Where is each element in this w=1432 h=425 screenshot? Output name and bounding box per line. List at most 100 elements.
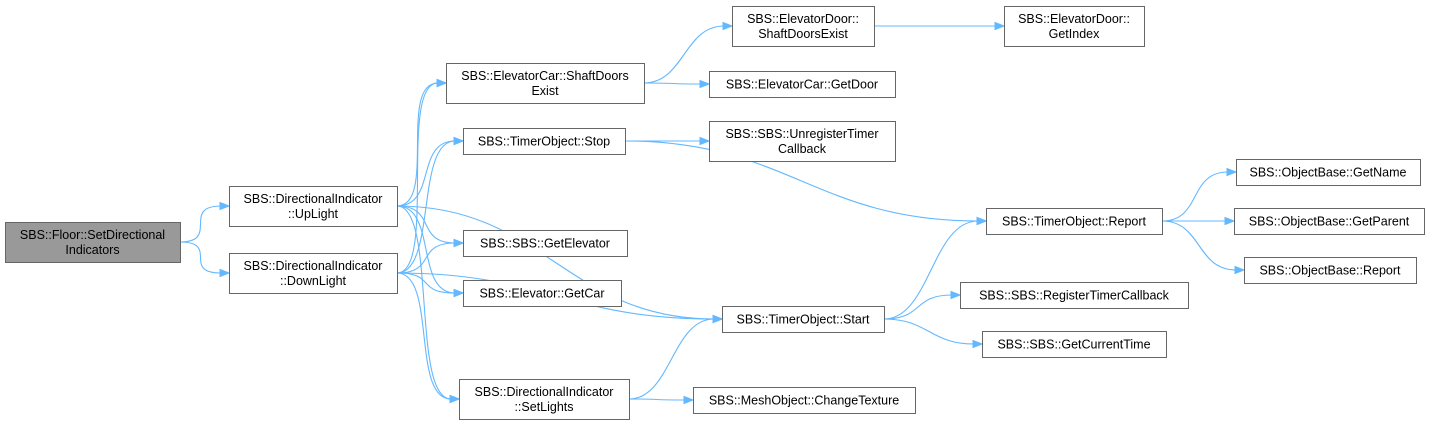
node-box: [5, 222, 181, 263]
node-label: SBS::SBS::UnregisterTimer: [725, 127, 878, 141]
edge-line: [883, 294, 953, 320]
node-label: SBS::DirectionalIndicator: [475, 385, 614, 399]
edge-downlight-to-stop: [396, 136, 465, 274]
arrowhead-icon: [712, 314, 724, 324]
edge-line: [396, 242, 456, 274]
node-box: [722, 306, 885, 333]
node-label: SBS::ElevatorDoor::: [1018, 12, 1130, 26]
edge-line: [643, 82, 702, 85]
edge-downlight-to-shaftdoorsexist: [396, 78, 448, 274]
arrowhead-icon: [972, 339, 984, 349]
node-box: [463, 230, 628, 257]
node-box: [463, 128, 626, 155]
edge-line: [179, 241, 222, 274]
node-stop[interactable]: SBS::TimerObject::Stop: [463, 128, 626, 155]
arrowhead-icon: [449, 394, 461, 404]
edge-downlight-to-getelevator: [396, 238, 465, 274]
edge-line: [396, 272, 452, 400]
node-label: SBS::ObjectBase::GetName: [1249, 166, 1406, 180]
node-label: Exist: [531, 84, 559, 98]
node-box: [446, 63, 645, 104]
edge-line: [396, 140, 456, 207]
node-label: SBS::ElevatorDoor::: [747, 12, 859, 26]
arrowhead-icon: [1226, 167, 1238, 177]
call-graph-nodes: SBS::Floor::SetDirectionalIndicatorsSBS:…: [5, 6, 1425, 420]
arrowhead-icon: [1234, 265, 1246, 275]
edge-line: [396, 82, 439, 207]
call-graph-edges: [179, 21, 1246, 405]
node-getname[interactable]: SBS::ObjectBase::GetName: [1236, 159, 1421, 186]
node-label: SBS::ObjectBase::Report: [1259, 264, 1401, 278]
edge-setlights-to-changetexture: [628, 395, 695, 405]
edge-downlight-to-setlights: [396, 272, 461, 404]
edge-shaftdoorsexist-to-door_shaftdoorsexist: [643, 21, 734, 84]
node-label: SBS::Floor::SetDirectional: [20, 228, 165, 242]
arrowhead-icon: [683, 395, 695, 405]
node-currenttime[interactable]: SBS::SBS::GetCurrentTime: [982, 331, 1167, 358]
node-label: ::SetLights: [514, 400, 573, 414]
node-door_shaftdoorsexist[interactable]: SBS::ElevatorDoor::ShaftDoorsExist: [732, 6, 875, 47]
node-shaftdoorsexist[interactable]: SBS::ElevatorCar::ShaftDoorsExist: [446, 63, 645, 104]
edge-start-to-currenttime: [883, 318, 984, 349]
edge-uplight-to-setlights: [396, 205, 461, 404]
edge-line: [628, 398, 686, 401]
node-box: [229, 186, 398, 227]
edge-start-to-registercb: [883, 290, 962, 320]
arrowhead-icon: [699, 79, 711, 89]
node-label: SBS::DirectionalIndicator: [244, 192, 383, 206]
node-report[interactable]: SBS::TimerObject::Report: [986, 208, 1163, 235]
node-registercb[interactable]: SBS::SBS::RegisterTimerCallback: [960, 282, 1189, 309]
node-label: SBS::SBS::GetElevator: [480, 237, 610, 251]
edge-line: [396, 205, 456, 294]
node-label: SBS::ElevatorCar::ShaftDoors: [461, 69, 628, 83]
edge-shaftdoorsexist-to-getdoor: [643, 79, 711, 89]
node-label: Indicators: [65, 243, 119, 257]
edge-root-to-downlight: [179, 241, 231, 278]
node-getparent[interactable]: SBS::ObjectBase::GetParent: [1234, 208, 1425, 235]
arrowhead-icon: [976, 216, 988, 226]
edge-line: [179, 205, 222, 243]
node-label: ShaftDoorsExist: [758, 27, 848, 41]
node-getelevator[interactable]: SBS::SBS::GetElevator: [463, 230, 628, 257]
node-box: [1234, 208, 1425, 235]
node-start[interactable]: SBS::TimerObject::Start: [722, 306, 885, 333]
arrowhead-icon: [219, 268, 231, 278]
edge-root-to-uplight: [179, 201, 231, 243]
node-box: [1004, 6, 1145, 47]
node-box: [732, 6, 875, 47]
node-box: [693, 387, 916, 414]
edge-line: [883, 220, 979, 320]
node-getdoor[interactable]: SBS::ElevatorCar::GetDoor: [709, 71, 896, 98]
node-box: [459, 379, 630, 420]
arrowhead-icon: [453, 238, 465, 248]
node-uplight[interactable]: SBS::DirectionalIndicator::UpLight: [229, 186, 398, 227]
node-setlights[interactable]: SBS::DirectionalIndicator::SetLights: [459, 379, 630, 420]
node-label: SBS::ObjectBase::GetParent: [1249, 215, 1410, 229]
edge-door_shaftdoorsexist-to-getindex: [874, 21, 1006, 31]
node-getindex[interactable]: SBS::ElevatorDoor::GetIndex: [1004, 6, 1145, 47]
edge-downlight-to-getcar: [396, 272, 465, 298]
node-ob_report[interactable]: SBS::ObjectBase::Report: [1244, 257, 1417, 284]
edge-report-to-ob_report: [1161, 220, 1246, 275]
node-box: [1244, 257, 1417, 284]
arrowhead-icon: [950, 290, 962, 300]
arrowhead-icon: [994, 21, 1006, 31]
arrowhead-icon: [436, 78, 448, 88]
edge-uplight-to-stop: [396, 136, 465, 207]
arrowhead-icon: [722, 21, 734, 31]
edge-line: [396, 205, 715, 320]
node-label: ::DownLight: [280, 274, 347, 288]
node-downlight[interactable]: SBS::DirectionalIndicator::DownLight: [229, 253, 398, 294]
edge-line: [643, 25, 725, 84]
node-box: [960, 282, 1189, 309]
arrowhead-icon: [699, 136, 711, 146]
arrowhead-icon: [219, 201, 231, 211]
arrowhead-icon: [1224, 216, 1236, 226]
node-getcar[interactable]: SBS::Elevator::GetCar: [463, 280, 622, 307]
edge-line: [628, 318, 715, 400]
node-box: [1236, 159, 1421, 186]
node-changetexture[interactable]: SBS::MeshObject::ChangeTexture: [693, 387, 916, 414]
edge-setlights-to-start: [628, 314, 724, 400]
